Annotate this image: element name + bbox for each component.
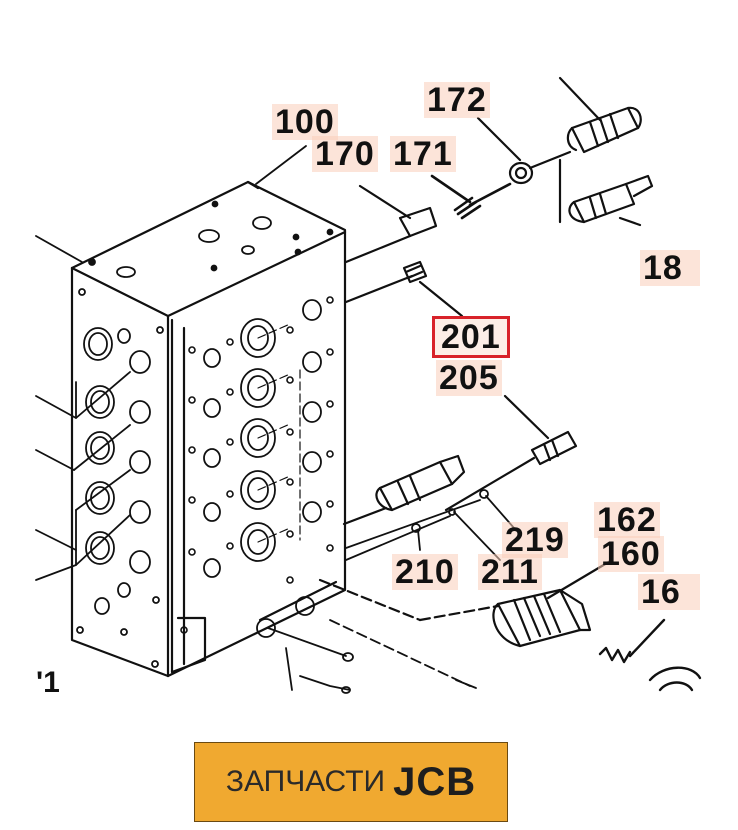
part-100-leader [255,145,307,185]
part-164-spring [598,618,702,692]
part-label-210: 210 [392,554,458,590]
part-219-210-211 [345,489,515,561]
part-label-211: 211 [478,554,542,590]
front-face-bores [203,299,322,638]
part-label-16x: 16 [638,574,700,610]
part-label-100: 100 [272,104,338,140]
valve-block-body [70,180,347,678]
front-face-small-holes [180,296,334,634]
part-label-201: 201 [432,316,510,358]
center-lines [257,323,301,543]
part-label-160: 160 [598,536,664,572]
part-label-172: 172 [424,82,490,118]
part-label-18x: 18 [640,250,700,286]
part-170-plug [344,184,438,264]
part-label-171: 171 [390,136,456,172]
part-label-219: 219 [502,522,568,558]
part-171-spring [430,174,512,220]
left-face-ports [76,288,164,668]
part-label-162: 162 [594,502,660,538]
part-172-seal [476,116,572,185]
brand-badge[interactable]: ЗАПЧАСТИ JCB [194,742,508,822]
figure-mark: '1 [36,666,60,699]
part-160-cartridge [318,558,614,648]
part-180-cartridge-upper [558,76,642,224]
part-180-cartridge-lower [568,174,654,227]
part-205-valve [342,394,578,526]
part-label-170: 170 [312,136,378,172]
part-201-fitting [344,260,464,318]
part-label-205: 205 [436,360,502,396]
bottom-screws [267,619,477,694]
brand-text: ЗАПЧАСТИ [225,765,386,798]
valve-block-diagram [35,76,702,694]
left-leader-lines [35,235,131,581]
top-face-holes [88,200,334,278]
jcb-logo: JCB [393,759,477,804]
